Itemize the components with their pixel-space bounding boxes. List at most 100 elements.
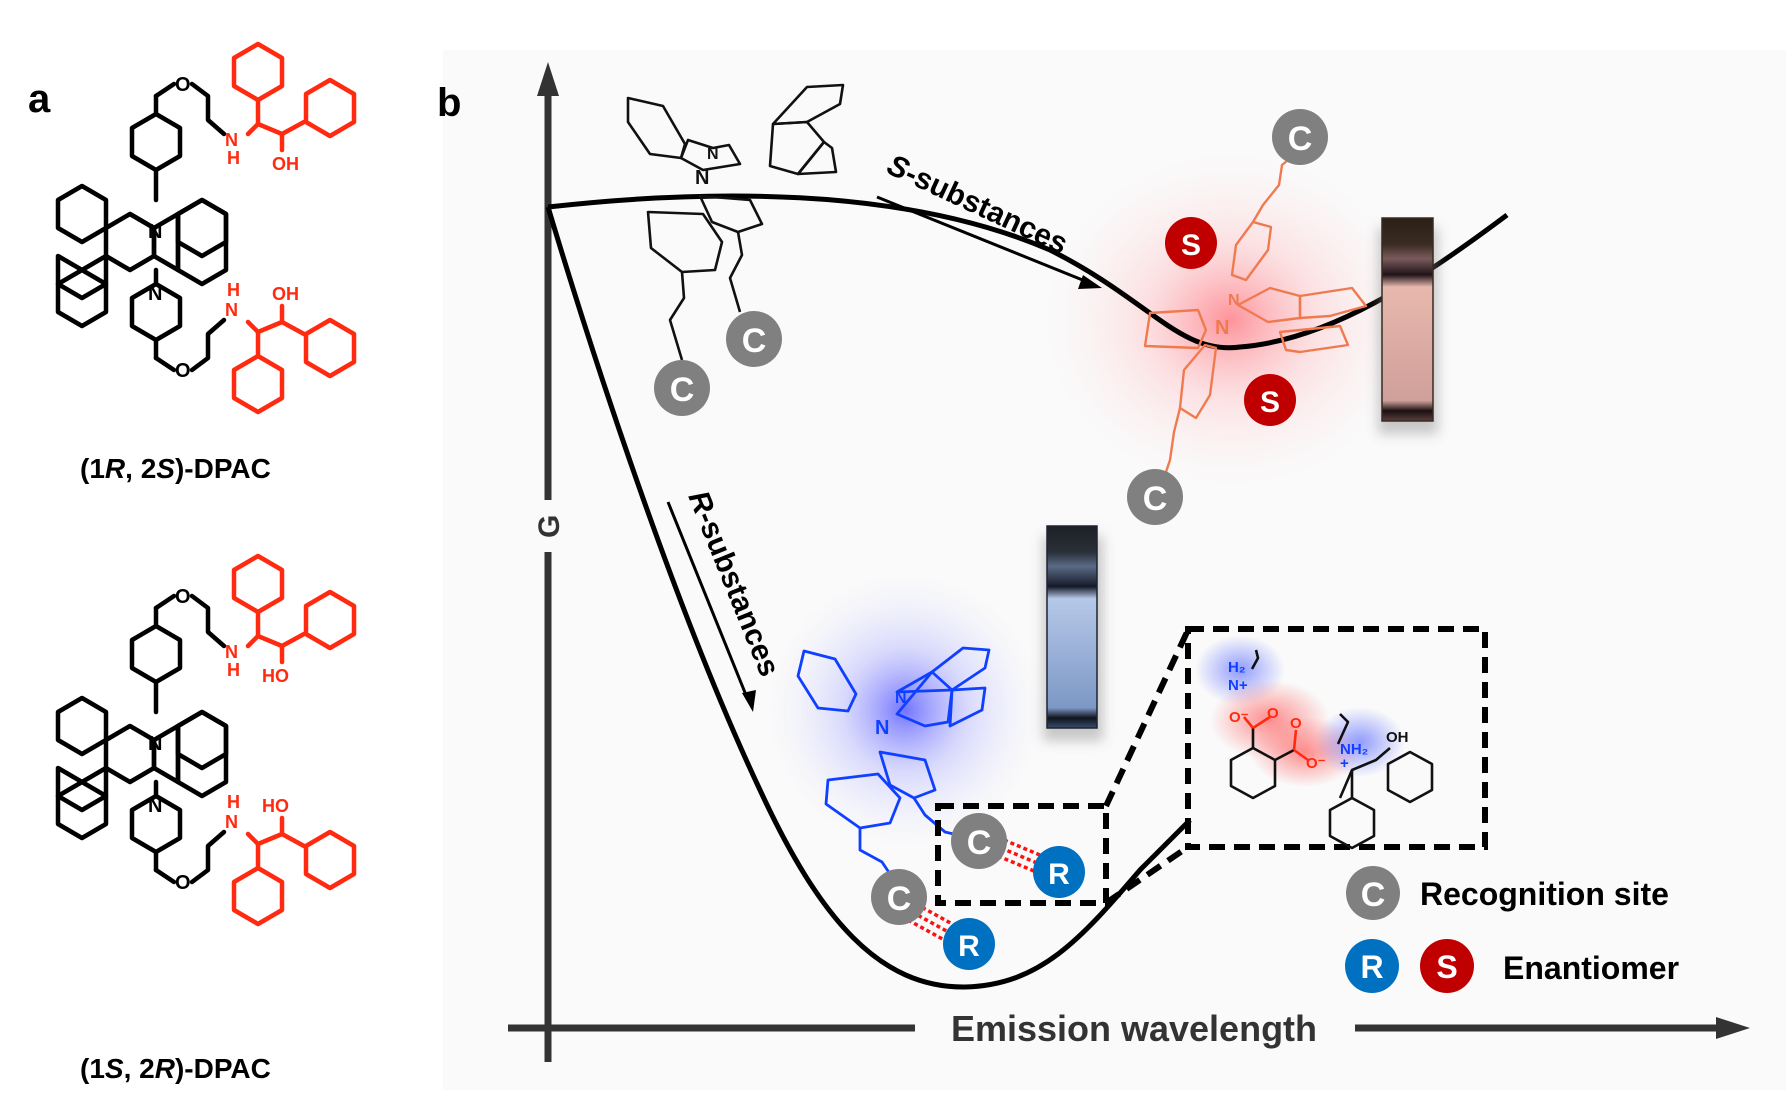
ether-o-bottom: O: [175, 872, 191, 894]
svg-text:C: C: [1143, 480, 1168, 518]
svg-text:R: R: [1048, 858, 1070, 891]
amine-n-top: N: [225, 130, 238, 150]
panel-b: b G Emission wavelength S-substances R-s…: [437, 50, 1786, 1090]
inset-interaction-structure: H₂ N+ O⁻ O O O⁻ NH₂ + OH: [1195, 635, 1434, 850]
core-n-top: N: [148, 221, 162, 243]
nitrogen-label: N: [895, 690, 907, 707]
zoom-connector-bottom: [1104, 844, 1190, 906]
x-axis-arrowhead: [1716, 1017, 1750, 1039]
y-label-gap: [530, 500, 566, 552]
r-enantiomer: R: [1033, 846, 1085, 898]
nitrogen-label: N: [1228, 292, 1240, 309]
svg-text:C: C: [670, 371, 695, 409]
ether-o-top: O: [175, 74, 191, 96]
s-complex-glow: [1040, 150, 1420, 490]
core-n-top: N: [148, 733, 162, 755]
molecule-1-name: (1R, 2S)-DPAC: [80, 453, 271, 484]
zoom-connector-top: [1103, 628, 1191, 808]
s-enantiomer: S: [1165, 217, 1217, 269]
nitrogen-label: N: [695, 167, 709, 189]
chiral-arm-top: [231, 41, 357, 153]
recognition-site: C: [1127, 469, 1183, 525]
panel-a: a N N: [28, 41, 357, 1084]
svg-text:R: R: [958, 930, 980, 963]
legend-s-glyph: S: [1436, 949, 1457, 985]
phenanthrene-core: [55, 695, 229, 841]
inset-o-minus: O⁻: [1306, 755, 1326, 772]
svg-text:S: S: [1260, 386, 1280, 419]
inset-oh: OH: [1386, 729, 1409, 746]
chiral-arm-bottom: [231, 303, 357, 415]
recognition-site: C: [1272, 109, 1328, 165]
amine-h-bottom: H: [227, 280, 240, 300]
y-axis-label: G: [533, 515, 566, 538]
nitrogen-label: N: [1215, 317, 1229, 339]
inset-nh2: NH₂: [1340, 741, 1368, 758]
inset-n-plus: N+: [1228, 677, 1248, 694]
legend-recognition-label: Recognition site: [1420, 876, 1669, 912]
s-complex-molecule: N N C C S S: [1127, 109, 1368, 525]
ether-o-bottom: O: [175, 360, 191, 382]
r-enantiomer: R: [943, 918, 995, 970]
chiral-arm-bottom: [231, 815, 357, 927]
svg-text:C: C: [1288, 120, 1313, 158]
svg-text:S: S: [1181, 229, 1201, 262]
inset-o: O: [1267, 705, 1279, 722]
legend-enantiomer: R S Enantiomer: [1345, 939, 1679, 993]
binding-pair: C R: [871, 869, 995, 970]
zoom-inset-box: [1185, 626, 1488, 850]
hydroxyl-bottom: HO: [262, 796, 289, 816]
recognition-site: C: [654, 360, 710, 416]
r-arrow-line: [666, 501, 750, 701]
s-energy-curve: [547, 193, 1509, 351]
legend-recognition-site: C Recognition site: [1346, 866, 1669, 920]
linkers: [129, 593, 227, 885]
legend-enantiomer-label: Enantiomer: [1503, 950, 1679, 986]
nitrogen-label: N: [707, 146, 719, 163]
recognition-site: C: [726, 311, 782, 367]
free-probe-molecule: N N C C: [626, 83, 845, 416]
legend-c-glyph: C: [1361, 876, 1386, 914]
r-arrow-head: [742, 690, 756, 712]
nitrogen-label: N: [875, 717, 889, 739]
binding-pair-highlighted: C R: [951, 813, 1085, 898]
amine-h-bottom: H: [227, 792, 240, 812]
red-emission-cuvette: [1381, 217, 1434, 422]
amine-h-top: H: [227, 660, 240, 680]
zoom-source-box: [935, 803, 1109, 906]
svg-text:C: C: [742, 322, 767, 360]
s-arrow-head: [1078, 275, 1102, 289]
y-axis-arrowhead: [537, 62, 559, 96]
hydroxyl-top: HO: [262, 666, 289, 686]
r-complex-molecule: N N: [796, 646, 991, 881]
molecule-1r2s-dpac: N N O O: [55, 41, 357, 415]
phenazine-rings: [151, 197, 229, 287]
molecule-1s2r-dpac: N N O O N: [55, 553, 357, 927]
hydroxyl-top: OH: [272, 154, 299, 174]
x-axis-label: Emission wavelength: [951, 1008, 1317, 1049]
amine-n-top: N: [225, 642, 238, 662]
amine-h-top: H: [227, 148, 240, 168]
panel-a-label: a: [28, 77, 51, 121]
phenanthrene-core: [55, 183, 229, 329]
s-arrow-line: [876, 195, 1091, 285]
legend: C Recognition site R S Enantiomer: [1345, 866, 1679, 993]
inset-o-minus: O⁻: [1229, 709, 1249, 726]
hydroxyl-bottom: OH: [272, 284, 299, 304]
upper-linker: [129, 81, 227, 373]
inset-o: O: [1290, 715, 1302, 732]
recognition-site: C: [871, 869, 927, 925]
chiral-arm-top: [231, 553, 357, 665]
blue-emission-cuvette: [1046, 525, 1098, 729]
zoom-callout: [935, 626, 1488, 906]
phenazine-rings: [151, 709, 229, 799]
amine-n-bottom: N: [225, 812, 238, 832]
molecule-2-name: (1S, 2R)-DPAC: [80, 1053, 271, 1084]
recognition-site: C: [951, 813, 1007, 869]
svg-text:C: C: [887, 880, 912, 918]
s-enantiomer: S: [1244, 374, 1296, 426]
r-energy-curve: [545, 206, 1192, 990]
inset-h2: H₂: [1228, 659, 1246, 676]
legend-r-glyph: R: [1360, 949, 1383, 985]
